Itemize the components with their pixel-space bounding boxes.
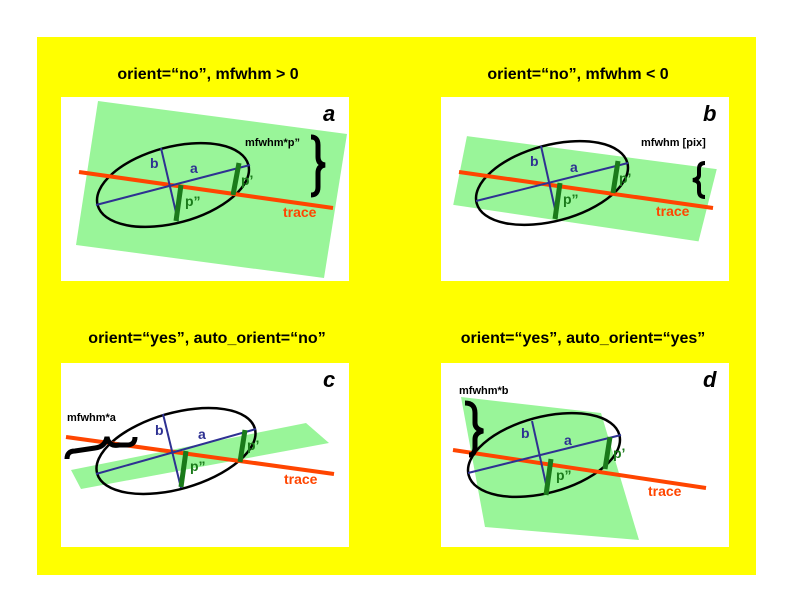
p-prime-label: p’ bbox=[247, 437, 260, 453]
axis-a-label: a bbox=[190, 160, 198, 176]
panel-letter: d bbox=[703, 367, 717, 392]
profile-p-prime bbox=[602, 436, 613, 470]
brace-icon bbox=[692, 161, 706, 199]
p-dprime-label: p” bbox=[556, 467, 572, 483]
profile-p-dprime bbox=[543, 458, 554, 496]
panel-c: c mfwhm*a b a p’ p” trace bbox=[61, 363, 349, 547]
major-axis bbox=[475, 162, 629, 202]
panel-letter: a bbox=[323, 101, 336, 126]
brace-icon bbox=[64, 436, 138, 460]
p-prime-label: p’ bbox=[613, 445, 626, 461]
panel-a: a mfwhm*p” b a p’ p” trace bbox=[61, 97, 349, 281]
width-label: mfwhm*b bbox=[459, 385, 509, 397]
axis-a-label: a bbox=[570, 159, 578, 175]
p-dprime-label: p” bbox=[190, 458, 206, 474]
width-label: mfwhm [pix] bbox=[641, 137, 706, 149]
caption-b: orient=“no”, mfwhm < 0 bbox=[487, 66, 669, 83]
caption-d: orient=“yes”, auto_orient=“yes” bbox=[460, 330, 706, 347]
minor-axis bbox=[162, 413, 182, 489]
axis-a-label: a bbox=[198, 426, 206, 442]
profile-p-prime bbox=[610, 160, 621, 194]
panel-b: b mfwhm [pix] b a p’ p” trace bbox=[441, 97, 729, 281]
width-label: mfwhm*p” bbox=[245, 137, 300, 149]
p-dprime-label: p” bbox=[563, 191, 579, 207]
trace-label: trace bbox=[284, 471, 318, 487]
caption-a: orient=“no”, mfwhm > 0 bbox=[117, 66, 299, 83]
trace-line bbox=[458, 170, 714, 210]
major-axis bbox=[95, 164, 251, 206]
brace-icon bbox=[464, 400, 484, 458]
panel-b-drawing bbox=[453, 136, 717, 242]
profile-p-dprime bbox=[178, 450, 189, 488]
panel-letter: c bbox=[323, 367, 336, 392]
brace-icon bbox=[310, 134, 326, 198]
p-prime-label: p’ bbox=[241, 172, 254, 188]
axis-b-label: b bbox=[150, 155, 159, 171]
trace-label: trace bbox=[648, 483, 682, 499]
panel-a-drawing bbox=[76, 101, 347, 278]
trace-line bbox=[452, 448, 707, 490]
panel-d: d mfwhm*b b a p’ p” trace bbox=[441, 363, 729, 547]
panel-c-drawing bbox=[64, 406, 335, 496]
major-axis bbox=[467, 434, 622, 474]
trace-label: trace bbox=[283, 204, 317, 220]
profile-p-dprime bbox=[173, 184, 184, 222]
major-axis bbox=[95, 428, 257, 475]
axis-b-label: b bbox=[530, 153, 539, 169]
minor-axis bbox=[531, 420, 549, 494]
caption-c: orient=“yes”, auto_orient=“no” bbox=[88, 330, 326, 347]
axis-b-label: b bbox=[155, 422, 164, 438]
profile-p-dprime bbox=[552, 182, 563, 220]
axis-a-label: a bbox=[564, 432, 572, 448]
panel-d-drawing bbox=[452, 397, 707, 540]
axis-b-label: b bbox=[521, 425, 530, 441]
trace-label: trace bbox=[656, 203, 690, 219]
panel-letter: b bbox=[703, 101, 717, 126]
width-label: mfwhm*a bbox=[67, 412, 116, 424]
trace-line bbox=[78, 170, 334, 210]
p-prime-label: p’ bbox=[619, 170, 632, 186]
p-dprime-label: p” bbox=[185, 193, 201, 209]
profile-p-prime bbox=[237, 429, 248, 463]
profile-p-prime bbox=[230, 162, 242, 196]
